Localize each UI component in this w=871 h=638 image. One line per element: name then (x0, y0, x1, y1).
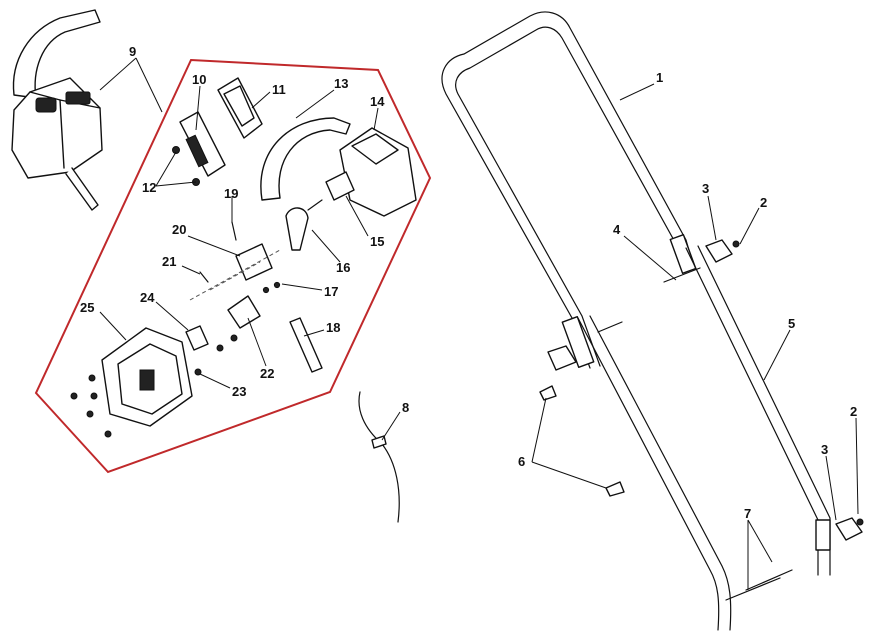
lower-handle (577, 245, 831, 631)
callout-18: 18 (326, 320, 340, 335)
callout-3: 3 (821, 442, 828, 457)
callout-12: 12 (142, 180, 156, 195)
callout-25: 25 (80, 300, 94, 315)
assembled-switch-box (11, 9, 103, 211)
callout-3: 3 (702, 181, 709, 196)
callout-1: 1 (656, 70, 663, 85)
callout-9: 9 (129, 44, 136, 59)
callout-21: 21 (162, 254, 176, 269)
exploded-switch-parts (70, 77, 417, 438)
upper-handle (441, 11, 697, 369)
callout-22: 22 (260, 366, 274, 381)
callout-2: 2 (760, 195, 767, 210)
callout-19: 19 (224, 186, 238, 201)
callout-7: 7 (744, 506, 751, 521)
callout-11: 11 (272, 82, 286, 97)
callout-15: 15 (370, 234, 384, 249)
callout-6: 6 (518, 454, 525, 469)
leader-lines (99, 57, 859, 590)
callout-4: 4 (613, 222, 621, 237)
callout-20: 20 (172, 222, 186, 237)
callout-5: 5 (788, 316, 795, 331)
callout-23: 23 (232, 384, 246, 399)
callout-2: 2 (850, 404, 857, 419)
callout-16: 16 (336, 260, 350, 275)
callout-8: 8 (402, 400, 409, 415)
callout-labels: 1 2 3 4 5 6 7 2 3 8 9 10 11 12 13 14 15 … (80, 44, 857, 521)
callout-24: 24 (140, 290, 155, 305)
callout-14: 14 (370, 94, 385, 109)
callout-17: 17 (324, 284, 338, 299)
callout-10: 10 (192, 72, 206, 87)
exploded-view-outline (34, 58, 432, 474)
fasteners (539, 239, 864, 601)
callout-13: 13 (334, 76, 348, 91)
cable (358, 391, 400, 523)
